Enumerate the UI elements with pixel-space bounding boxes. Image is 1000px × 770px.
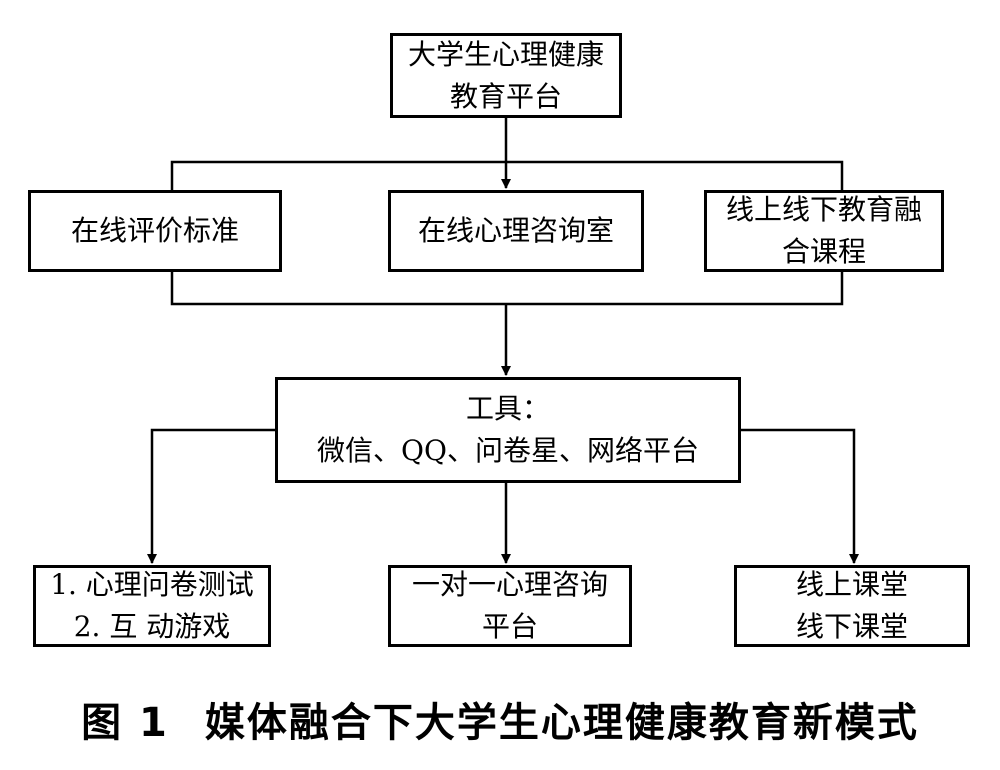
node-platform-line1: 大学生心理健康 — [407, 37, 604, 71]
connector-tools-to-right — [741, 428, 859, 564]
connector-tools-to-left — [147, 428, 275, 564]
node-tools-list: 微信、QQ、问卷星、网络平台 — [317, 434, 699, 467]
figure-label: 图 1 — [81, 700, 169, 746]
node-tests-games: 1. 心理问卷测试 2. 互 动游戏 — [33, 565, 271, 647]
node-one-to-one-counseling-line2: 平台 — [481, 610, 538, 643]
figure-caption: 图 1 媒体融合下大学生心理健康教育新模式 — [0, 690, 1000, 748]
node-online-counseling-room: 在线心理咨询室 — [388, 190, 644, 272]
node-classrooms-line2: 线下课堂 — [795, 610, 908, 643]
node-blended-courses-line1: 线上线下教育融 — [725, 193, 922, 226]
node-online-counseling-room-label: 在线心理咨询室 — [417, 214, 614, 247]
node-tools: 工具： 微信、QQ、问卷星、网络平台 — [275, 377, 741, 483]
node-tests-games-line1: 1. 心理问卷测试 — [50, 568, 254, 601]
figure-title: 媒体融合下大学生心理健康教育新模式 — [204, 700, 919, 746]
node-online-evaluation: 在线评价标准 — [28, 190, 282, 272]
node-classrooms: 线上课堂 线下课堂 — [734, 565, 970, 647]
bracket-lower — [170, 272, 844, 306]
node-platform: 大学生心理健康 教育平台 — [390, 33, 622, 118]
node-online-evaluation-label: 在线评价标准 — [70, 214, 239, 247]
bracket-upper — [170, 160, 844, 190]
node-platform-line2: 教育平台 — [449, 79, 562, 113]
node-blended-courses-line2: 合课程 — [781, 235, 866, 268]
node-one-to-one-counseling-line1: 一对一心理咨询 — [411, 568, 608, 601]
node-tests-games-line2: 2. 互 动游戏 — [73, 610, 231, 643]
node-tools-heading: 工具： — [465, 392, 550, 425]
node-one-to-one-counseling: 一对一心理咨询 平台 — [388, 565, 632, 647]
node-blended-courses: 线上线下教育融 合课程 — [704, 190, 944, 272]
node-classrooms-line1: 线上课堂 — [795, 568, 908, 601]
